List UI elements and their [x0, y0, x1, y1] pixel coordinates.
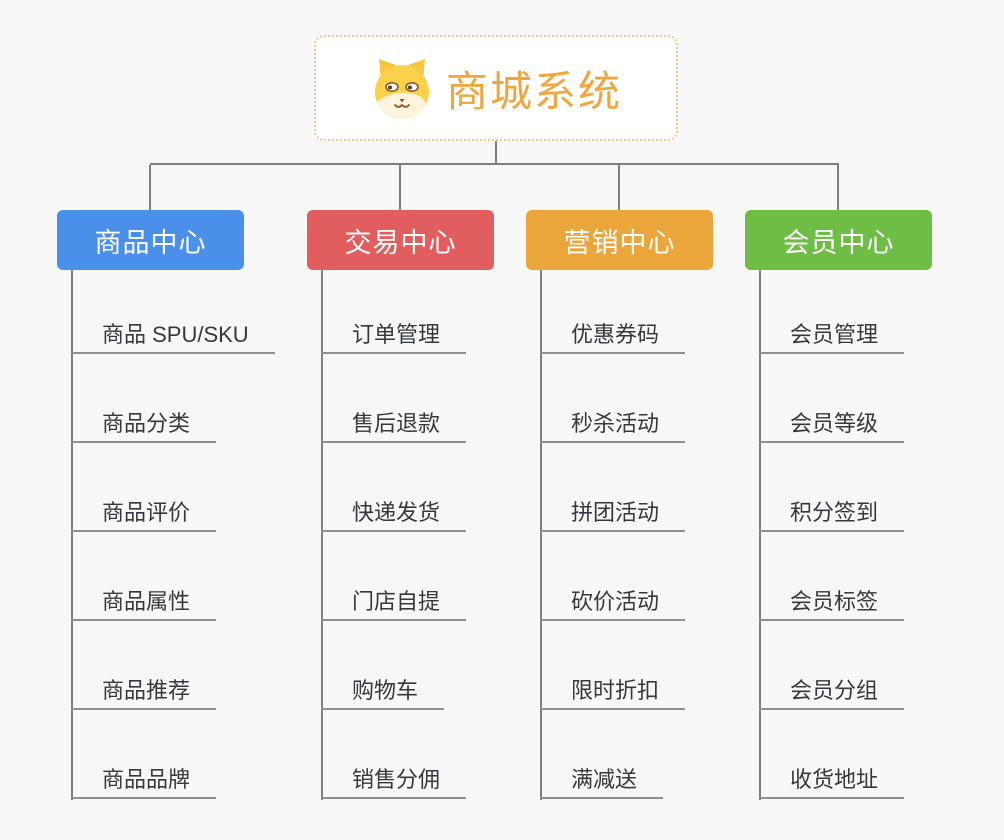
- branch-column-product: 商品中心 商品 SPU/SKU 商品分类 商品评价 商品属性 商品推荐 商品品牌: [57, 210, 307, 820]
- branch-column-trade: 交易中心 订单管理 售后退款 快递发货 门店自提 购物车 销售分佣: [307, 210, 557, 820]
- subtopic-node[interactable]: 商品分类: [71, 407, 217, 443]
- connector-bus: [150, 163, 839, 165]
- branch-column-member: 会员中心 会员管理 会员等级 积分签到 会员标签 会员分组 收货地址: [745, 210, 995, 820]
- subtopic-node[interactable]: 会员分组: [759, 674, 905, 710]
- connector-drop-trade: [399, 165, 401, 210]
- root-title: 商城系统: [445, 67, 622, 115]
- branch-header-marketing[interactable]: 营销中心: [526, 210, 713, 270]
- connector-drop-product: [149, 165, 151, 210]
- dog-face-icon: [374, 59, 429, 119]
- connector-drop-member: [837, 165, 839, 210]
- subtopic-node[interactable]: 商品推荐: [71, 674, 217, 710]
- subtopic-node[interactable]: 会员管理: [759, 318, 905, 354]
- root-node[interactable]: 商城系统: [314, 35, 678, 141]
- subtopic-node[interactable]: 订单管理: [321, 318, 467, 354]
- branch-header-trade[interactable]: 交易中心: [307, 210, 494, 270]
- branch-column-marketing: 营销中心 优惠券码 秒杀活动 拼团活动 砍价活动 限时折扣 满减送: [526, 210, 776, 820]
- connector-branch-line-product: [71, 270, 73, 800]
- subtopic-node[interactable]: 会员标签: [759, 585, 905, 621]
- subtopic-node[interactable]: 收货地址: [759, 763, 905, 799]
- subtopic-node[interactable]: 售后退款: [321, 407, 467, 443]
- connector-branch-line-member: [759, 270, 761, 800]
- connector-branch-line-trade: [321, 270, 323, 800]
- subtopic-node[interactable]: 快递发货: [321, 496, 467, 532]
- subtopic-node[interactable]: 限时折扣: [540, 674, 686, 710]
- connector-root-drop: [495, 141, 497, 164]
- subtopic-node[interactable]: 商品品牌: [71, 763, 217, 799]
- connector-drop-marketing: [618, 165, 620, 210]
- branch-header-product[interactable]: 商品中心: [57, 210, 244, 270]
- subtopic-node[interactable]: 商品 SPU/SKU: [71, 318, 275, 354]
- subtopic-node[interactable]: 拼团活动: [540, 496, 686, 532]
- subtopic-node[interactable]: 优惠券码: [540, 318, 686, 354]
- subtopic-node[interactable]: 满减送: [540, 763, 664, 799]
- subtopic-node[interactable]: 商品评价: [71, 496, 217, 532]
- subtopic-node[interactable]: 门店自提: [321, 585, 467, 621]
- subtopic-node[interactable]: 会员等级: [759, 407, 905, 443]
- subtopic-node[interactable]: 购物车: [321, 674, 445, 710]
- subtopic-node[interactable]: 积分签到: [759, 496, 905, 532]
- subtopic-node[interactable]: 砍价活动: [540, 585, 686, 621]
- branch-header-member[interactable]: 会员中心: [745, 210, 932, 270]
- subtopic-node[interactable]: 销售分佣: [321, 763, 467, 799]
- subtopic-node[interactable]: 商品属性: [71, 585, 217, 621]
- subtopic-node[interactable]: 秒杀活动: [540, 407, 686, 443]
- connector-branch-line-marketing: [540, 270, 542, 800]
